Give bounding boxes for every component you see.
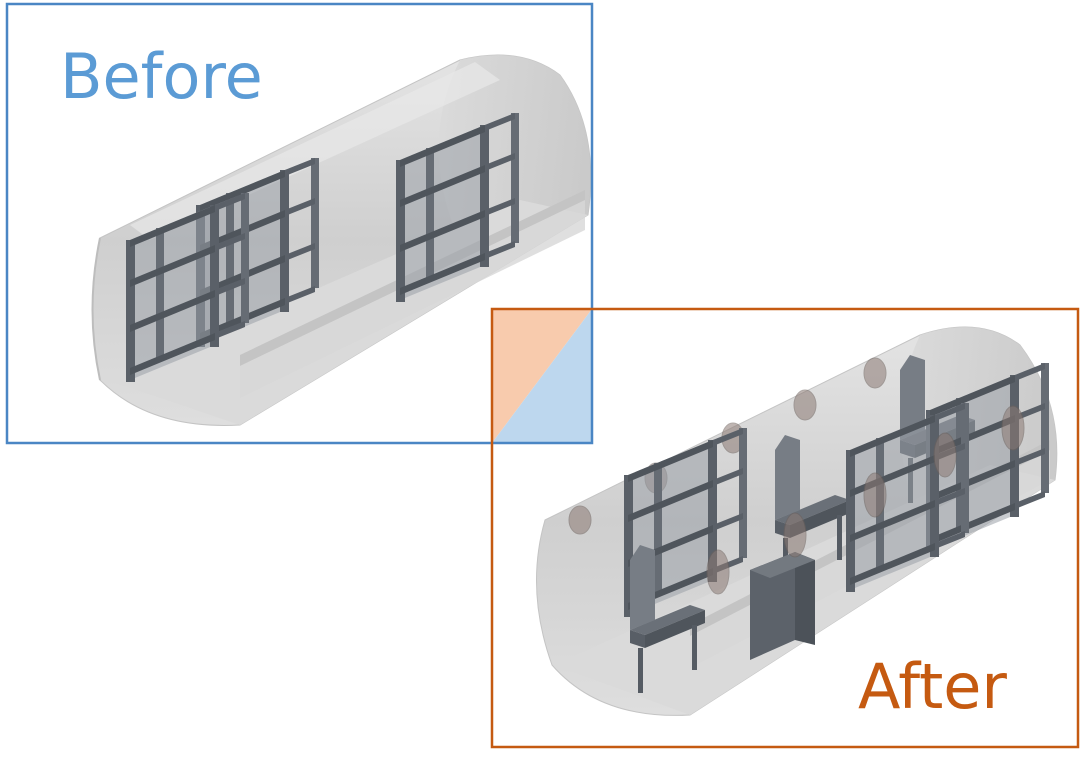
overlap-before-wedge [492,309,592,443]
before-illustration [91,54,592,426]
after-label: After [858,650,1007,723]
after-frame [490,307,1080,749]
before-label: Before [60,40,263,113]
before-frame [5,2,594,445]
after-illustration [536,326,1058,716]
